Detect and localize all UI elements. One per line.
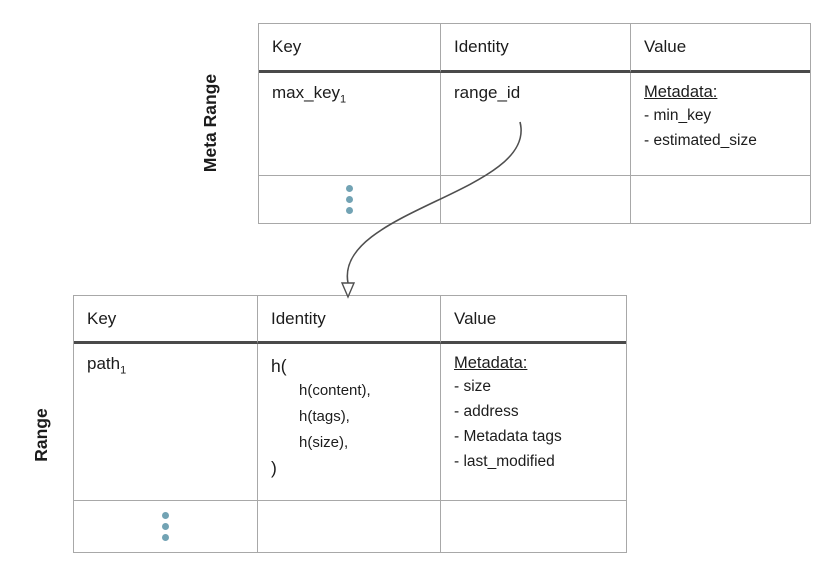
range-value-cell: Metadata: - size - address - Metadata ta…	[441, 344, 626, 501]
hash-function-close: )	[271, 458, 277, 478]
hash-function-open: h(	[271, 356, 287, 376]
range-identity-cell: h( h(content), h(tags), h(size), )	[258, 344, 441, 501]
meta-range-header-value: Value	[631, 24, 810, 73]
range-more-rows-cell	[74, 501, 258, 552]
meta-range-key-text: max_key	[272, 83, 341, 102]
range-key-text: path	[87, 354, 121, 373]
meta-range-more-rows-cell	[259, 176, 441, 223]
hash-function-arg: h(size),	[299, 434, 349, 451]
range-value-item: - Metadata tags	[454, 428, 562, 445]
range-header-value: Value	[441, 296, 626, 344]
meta-range-table: Key Identity Value max_key1 range_id Met…	[258, 23, 811, 224]
meta-range-header-key: Key	[259, 24, 441, 73]
meta-range-value-item: - estimated_size	[644, 132, 757, 149]
hash-function-arg: h(content),	[299, 382, 371, 399]
dot	[162, 523, 169, 530]
dot	[346, 185, 353, 192]
meta-range-value-cell: Metadata: - min_key - estimated_size	[631, 73, 810, 176]
dot	[346, 207, 353, 214]
range-value-item: - last_modified	[454, 453, 555, 470]
range-key-subscript: 1	[120, 364, 127, 377]
meta-range-identity-cell: range_id	[441, 73, 631, 176]
meta-range-empty-cell	[631, 176, 810, 223]
range-value-item: - size	[454, 378, 492, 395]
vertical-ellipsis-icon	[162, 512, 169, 541]
range-key-cell: path1	[74, 344, 258, 501]
meta-range-value-item: - min_key	[644, 107, 712, 124]
meta-range-key-cell: max_key1	[259, 73, 441, 176]
dot	[162, 534, 169, 541]
hash-function-arg: h(tags),	[299, 408, 350, 425]
range-header-identity: Identity	[258, 296, 441, 344]
meta-range-value-title: Metadata:	[644, 83, 718, 101]
vertical-ellipsis-icon	[346, 185, 353, 214]
meta-range-empty-cell	[441, 176, 631, 223]
meta-range-header-identity: Identity	[441, 24, 631, 73]
dot	[346, 196, 353, 203]
range-value-title: Metadata:	[454, 354, 528, 372]
dot	[162, 512, 169, 519]
meta-range-label: Meta Range	[199, 73, 220, 173]
range-label: Range	[30, 408, 51, 462]
range-table: Key Identity Value path1 h( h(content), …	[73, 295, 627, 553]
range-value-item: - address	[454, 403, 519, 420]
range-header-key: Key	[74, 296, 258, 344]
meta-range-key-subscript: 1	[340, 93, 347, 106]
range-empty-cell	[441, 501, 626, 552]
range-empty-cell	[258, 501, 441, 552]
